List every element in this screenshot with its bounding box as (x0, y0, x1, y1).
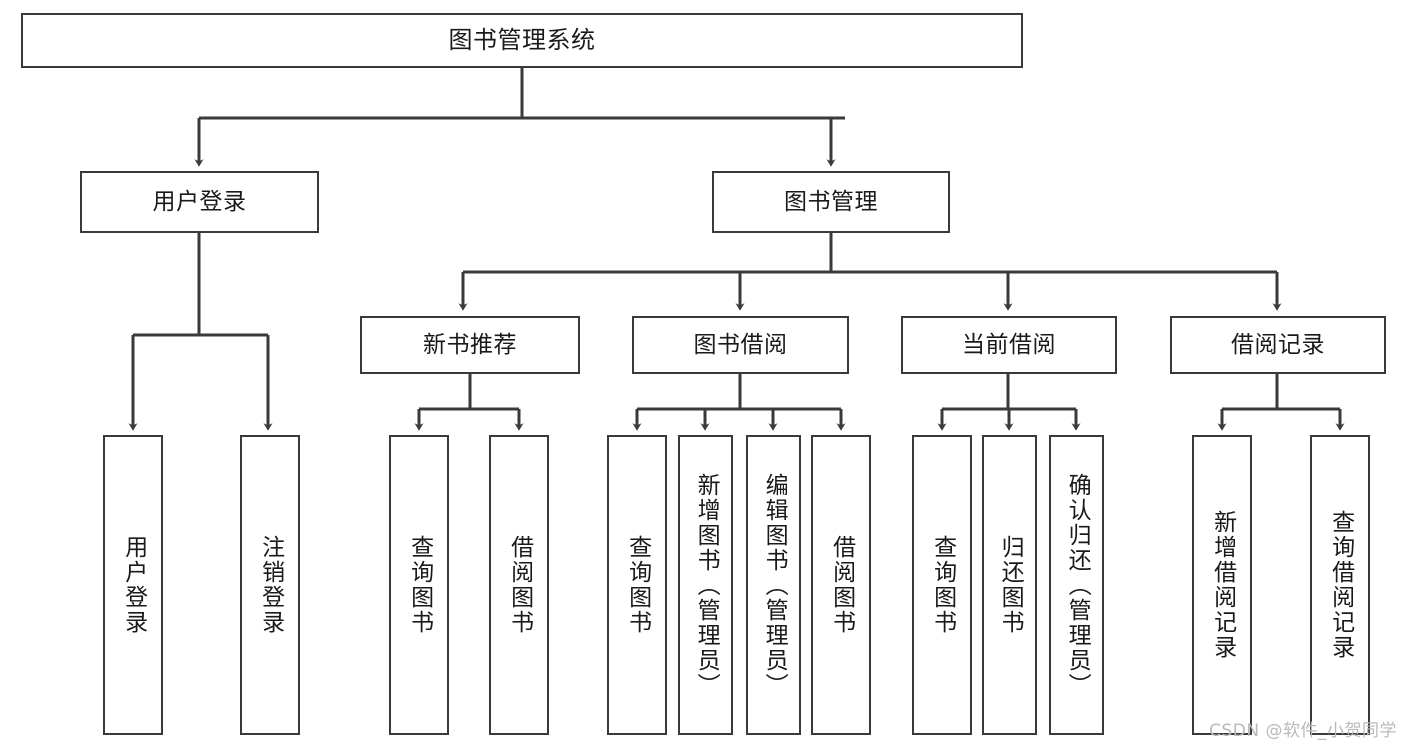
node-leaf-user-login-label: 用户登录 (120, 535, 147, 635)
node-leaf-edit-book-label: 编辑图书（管理员） (761, 472, 788, 698)
node-leaf-return-book-label: 归还图书 (997, 535, 1024, 635)
node-new-book-recommend[interactable]: 新书推荐 (360, 316, 580, 374)
node-leaf-add-record-label: 新增借阅记录 (1209, 510, 1236, 660)
node-leaf-query-book-2-label: 查询图书 (624, 535, 651, 635)
node-leaf-user-logout-label: 注销登录 (257, 535, 284, 635)
node-borrow-record[interactable]: 借阅记录 (1170, 316, 1386, 374)
node-leaf-query-book-1-label: 查询图书 (406, 535, 433, 635)
node-leaf-edit-book[interactable]: 编辑图书（管理员） (746, 435, 801, 735)
node-leaf-query-book-3[interactable]: 查询图书 (912, 435, 972, 735)
node-book-management[interactable]: 图书管理 (712, 171, 950, 233)
node-leaf-query-book-3-label: 查询图书 (929, 535, 956, 635)
node-borrow-record-label: 借阅记录 (1231, 331, 1325, 358)
node-book-borrow-label: 图书借阅 (693, 331, 788, 358)
node-leaf-query-record-label: 查询借阅记录 (1327, 510, 1354, 660)
node-leaf-borrow-book-1[interactable]: 借阅图书 (489, 435, 549, 735)
node-leaf-user-logout[interactable]: 注销登录 (240, 435, 300, 735)
node-leaf-confirm-return[interactable]: 确认归还（管理员） (1049, 435, 1104, 735)
node-leaf-query-record[interactable]: 查询借阅记录 (1310, 435, 1370, 735)
watermark-text: CSDN @软件_小贺同学 (1209, 721, 1397, 741)
node-user-login-label: 用户登录 (152, 188, 247, 215)
node-root-label: 图书管理系统 (448, 25, 596, 54)
node-book-management-label: 图书管理 (784, 188, 878, 215)
node-leaf-query-book-1[interactable]: 查询图书 (389, 435, 449, 735)
node-leaf-borrow-book-1-label: 借阅图书 (506, 535, 533, 635)
node-leaf-add-book-label: 新增图书（管理员） (693, 472, 720, 698)
node-leaf-borrow-book-2-label: 借阅图书 (828, 535, 855, 635)
node-leaf-return-book[interactable]: 归还图书 (982, 435, 1037, 735)
node-new-book-recommend-label: 新书推荐 (423, 331, 517, 358)
node-leaf-user-login[interactable]: 用户登录 (103, 435, 163, 735)
node-leaf-borrow-book-2[interactable]: 借阅图书 (811, 435, 871, 735)
node-leaf-query-book-2[interactable]: 查询图书 (607, 435, 667, 735)
node-user-login[interactable]: 用户登录 (80, 171, 319, 233)
node-current-borrow-label: 当前借阅 (962, 331, 1056, 358)
node-current-borrow[interactable]: 当前借阅 (901, 316, 1117, 374)
node-leaf-add-record[interactable]: 新增借阅记录 (1192, 435, 1252, 735)
node-leaf-add-book[interactable]: 新增图书（管理员） (678, 435, 733, 735)
node-leaf-confirm-return-label: 确认归还（管理员） (1064, 472, 1091, 698)
node-root[interactable]: 图书管理系统 (21, 13, 1023, 68)
node-book-borrow[interactable]: 图书借阅 (632, 316, 849, 374)
